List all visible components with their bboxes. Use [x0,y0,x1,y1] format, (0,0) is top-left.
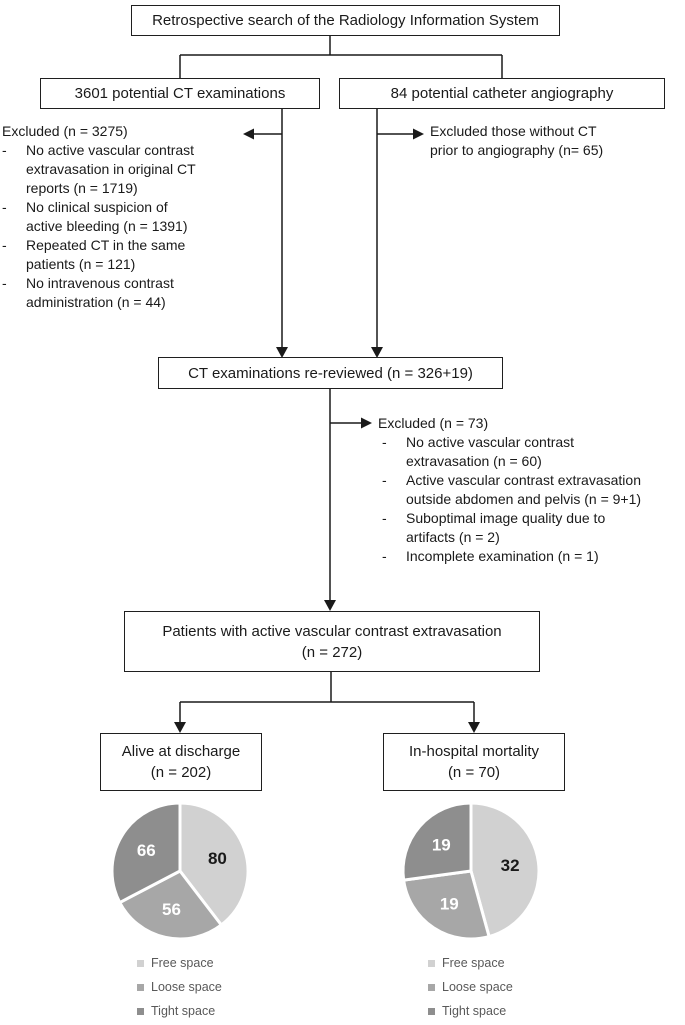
excluded-ct-item: - No active vascular contrast extravasat… [2,142,196,196]
legend-item-tight-space: Tight space [137,999,222,1023]
catheter-angiography-label: 84 potential catheter angiography [390,85,614,102]
arrowhead-angio-down [371,347,383,358]
pie-slice-tight-space [401,801,473,882]
arrowhead-excluded-angio [413,128,424,140]
excluded-angio-text: Excluded those without CT prior to angio… [430,123,604,158]
pie-chart-alive: 80 56 66 [110,801,250,941]
catheter-angiography-box: 84 potential catheter angiography [339,78,665,109]
pie-slice-tight-space [110,801,182,905]
pie-slice-loose-space [402,869,491,941]
bullet-dash: - [2,199,7,215]
mortality-box: In-hospital mortality (n = 70) [383,733,565,791]
bullet-dash: - [382,472,387,488]
legend-label: Free space [442,956,505,970]
arrowhead-alive-down [174,722,186,733]
top-box: Retrospective search of the Radiology In… [131,5,560,36]
top-box-label: Retrospective search of the Radiology In… [152,12,539,29]
legend-label: Loose space [151,980,222,994]
arrowhead-mortality-down [468,722,480,733]
excluded-angio-note: Excluded those without CT prior to angio… [430,122,680,160]
legend-label: Free space [151,956,214,970]
pie-value-label: 19 [432,836,451,855]
legend-item-free-space: Free space [137,951,222,975]
pie-value-label: 56 [162,900,181,919]
alive-line2: (n = 202) [150,764,212,781]
bullet-dash: - [2,237,7,253]
pie-value-label: 32 [501,856,520,875]
excluded-ct-title: Excluded (n = 3275) [2,123,128,139]
patients-line1: Patients with active vascular contrast e… [162,622,502,640]
legend-swatch-icon [137,959,144,967]
pie-value-label: 19 [440,894,459,913]
excluded-ct-item: - Repeated CT in the same patients (n = … [2,237,186,272]
ct-examinations-label: 3601 potential CT examinations [74,85,286,102]
legend-swatch-icon [137,1007,144,1015]
excluded-rereview-item: - Suboptimal image quality due to artifa… [382,510,606,545]
mortality-line2: (n = 70) [447,764,501,781]
rereviewed-box: CT examinations re-reviewed (n = 326+19) [158,357,503,389]
pie-chart-mortality: 32 19 19 [401,801,541,941]
arrowhead-patients-down [324,600,336,611]
arrowhead-ct-down [276,347,288,358]
legend-swatch-icon [428,959,435,967]
bullet-dash: - [382,434,387,450]
bullet-dash: - [382,548,387,564]
alive-line1: Alive at discharge [121,743,241,760]
bullet-dash: - [382,510,387,526]
pie-value-label: 66 [137,841,156,860]
excluded-rereview-title: Excluded (n = 73) [378,415,489,431]
patients-line2: (n = 272) [301,643,363,661]
excluded-rereview-note: Excluded (n = 73) - No active vascular c… [378,414,678,566]
bullet-dash: - [2,142,7,158]
legend-swatch-icon [137,983,144,991]
legend-item-free-space: Free space [428,951,513,975]
alive-box: Alive at discharge (n = 202) [100,733,262,791]
excluded-ct-item: - No intravenous contrast administration… [2,275,174,310]
pie-slice-loose-space [118,869,223,941]
pie-slice-free-space [178,801,250,927]
arrowhead-excluded-73 [361,417,372,429]
excluded-rereview-item: - Incomplete examination (n = 1) [382,548,599,564]
excluded-rereview-item: - Active vascular contrast extravasation… [382,472,642,507]
pie-value-label: 80 [208,849,227,868]
legend-label: Loose space [442,980,513,994]
legend-swatch-icon [428,1007,435,1015]
legend-label: Tight space [442,1004,507,1018]
excluded-ct-item: - No clinical suspicion of active bleedi… [2,199,188,234]
legend-swatch-icon [428,983,435,991]
ct-examinations-box: 3601 potential CT examinations [40,78,320,109]
legend-item-tight-space: Tight space [428,999,513,1023]
legend-item-loose-space: Loose space [428,975,513,999]
mortality-line1: In-hospital mortality [408,743,540,760]
legend-label: Tight space [151,1004,216,1018]
patients-box: Patients with active vascular contrast e… [124,611,540,672]
bullet-dash: - [2,275,7,291]
rereviewed-label: CT examinations re-reviewed (n = 326+19) [188,364,473,382]
excluded-rereview-item: - No active vascular contrast extravasat… [382,434,575,469]
excluded-ct-note: Excluded (n = 3275) - No active vascular… [2,122,247,312]
legend-item-loose-space: Loose space [137,975,222,999]
arrowhead-excluded-ct [243,128,254,140]
pie-slice-free-space [469,801,541,939]
